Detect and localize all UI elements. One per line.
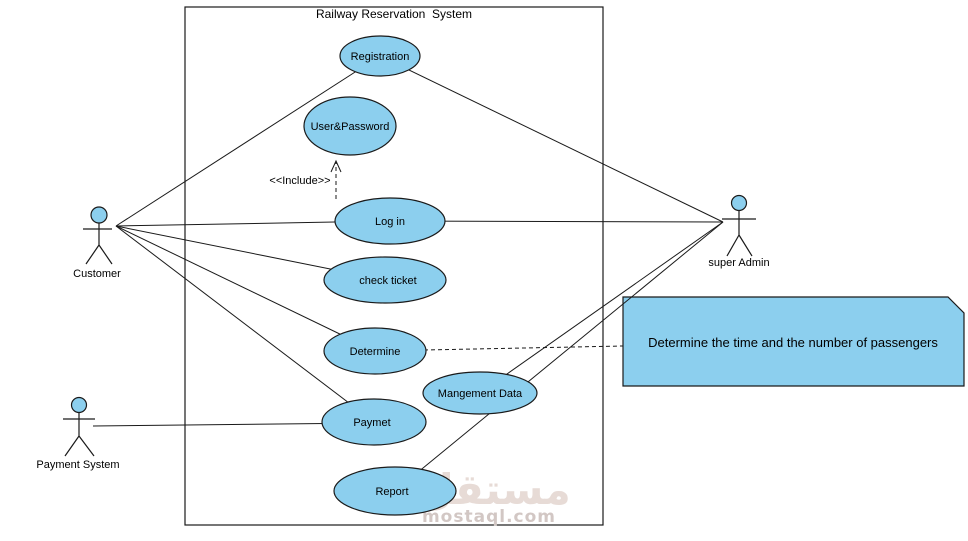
- association-admin-report: [394, 221, 724, 492]
- actor-customer-body: [83, 223, 113, 265]
- usecase-login: Log in: [334, 197, 446, 245]
- note-anchor-determine: [374, 345, 624, 352]
- usecase-paymet-label: Paymet: [353, 417, 390, 429]
- usecase-user-password: User&Password: [303, 96, 397, 156]
- include-dependency: <<Include>>: [269, 159, 342, 199]
- usecase-check-ticket-shape: [323, 256, 447, 304]
- actor-customer: Customer: [73, 206, 121, 280]
- associations: [92, 55, 724, 492]
- usecase-login-label: Log in: [375, 216, 405, 228]
- usecase-report: Report: [333, 466, 457, 516]
- association-customer-determine: [115, 225, 376, 352]
- actor-super-admin: super Admin: [708, 194, 770, 269]
- watermark-site: mostaql.com: [422, 507, 556, 527]
- association-admin-registration: [379, 55, 724, 223]
- usecase-user-password-label: User&Password: [311, 121, 390, 133]
- actor-payment-system-body: [63, 412, 95, 457]
- note-determine-passengers: Determine the time and the number of pas…: [622, 296, 965, 387]
- association-customer-registration: [115, 55, 381, 227]
- actor-customer-label: Customer: [73, 268, 121, 280]
- actor-super-admin-body: [722, 210, 756, 257]
- usecase-registration-shape: [339, 35, 421, 77]
- include-label: <<Include>>: [269, 175, 330, 187]
- usecase-registration-label: Registration: [351, 51, 410, 63]
- usecase-management-data-shape: [422, 371, 538, 415]
- usecase-determine: Determine: [323, 327, 427, 375]
- diagram-title: Railway Reservation System: [316, 7, 472, 21]
- usecase-report-label: Report: [375, 486, 408, 498]
- actor-customer-head: [90, 206, 108, 224]
- actor-super-admin-label: super Admin: [708, 257, 769, 269]
- usecase-paymet: Paymet: [321, 398, 427, 446]
- usecase-registration: Registration: [339, 35, 421, 77]
- usecase-check-ticket-label: check ticket: [359, 275, 416, 287]
- actor-super-admin-head: [730, 194, 748, 212]
- include-arrowhead-icon: [330, 159, 342, 173]
- usecase-user-password-shape: [303, 96, 397, 156]
- usecase-management-data-label: Mangement Data: [438, 388, 523, 400]
- note-shape: [622, 296, 965, 387]
- usecase-login-shape: [334, 197, 446, 245]
- actor-payment-system-label: Payment System: [36, 459, 119, 471]
- usecase-determine-shape: [323, 327, 427, 375]
- system-boundary: [184, 6, 604, 526]
- usecase-determine-label: Determine: [350, 346, 401, 358]
- usecase-check-ticket: check ticket: [323, 256, 447, 304]
- usecase-paymet-shape: [321, 398, 427, 446]
- association-customer-paymet: [115, 225, 375, 423]
- note-text: Determine the time and the number of pas…: [648, 335, 938, 350]
- actor-payment-system: Payment System: [36, 396, 120, 471]
- usecase-management-data: Mangement Data: [422, 371, 538, 415]
- usecase-report-shape: [333, 466, 457, 516]
- association-admin-management-data: [479, 221, 724, 394]
- actor-payment-system-head: [70, 396, 88, 414]
